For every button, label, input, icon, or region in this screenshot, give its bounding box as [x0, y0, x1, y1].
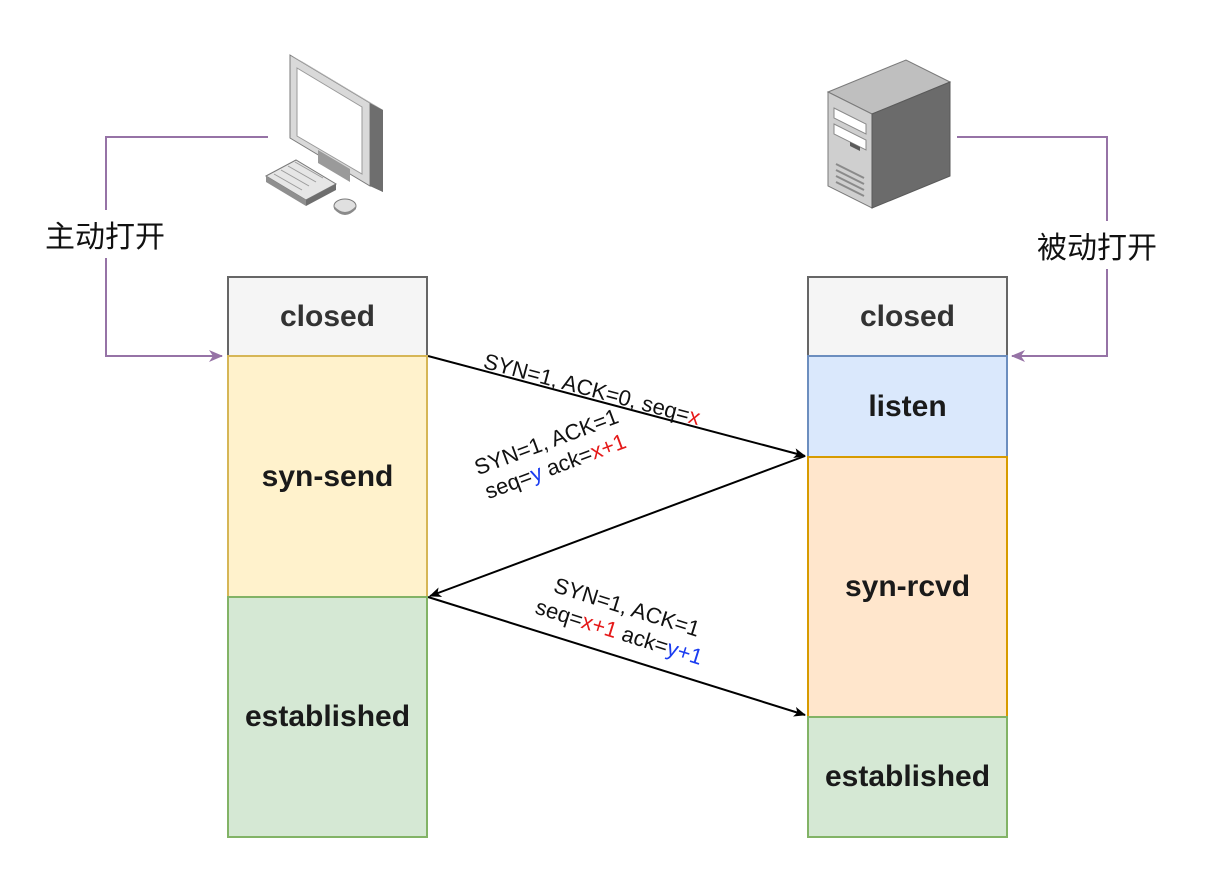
syn-ack-arrow — [429, 455, 806, 597]
client-state-syn-send: syn-send — [227, 355, 428, 598]
active-open-label: 主动打开 — [45, 210, 165, 258]
server-state-syn-rcvd: syn-rcvd — [807, 456, 1008, 718]
client-state-closed: closed — [227, 276, 428, 357]
desktop-computer-icon — [264, 54, 383, 215]
client-state-established: established — [227, 596, 428, 838]
ack-arrow — [427, 596, 806, 717]
server-tower-icon — [826, 59, 952, 209]
server-state-established: established — [807, 716, 1008, 838]
passive-open-label: 被动打开 — [1037, 221, 1157, 269]
server-state-listen: listen — [807, 355, 1008, 458]
server-state-closed: closed — [807, 276, 1008, 357]
syn-arrow — [427, 355, 806, 459]
